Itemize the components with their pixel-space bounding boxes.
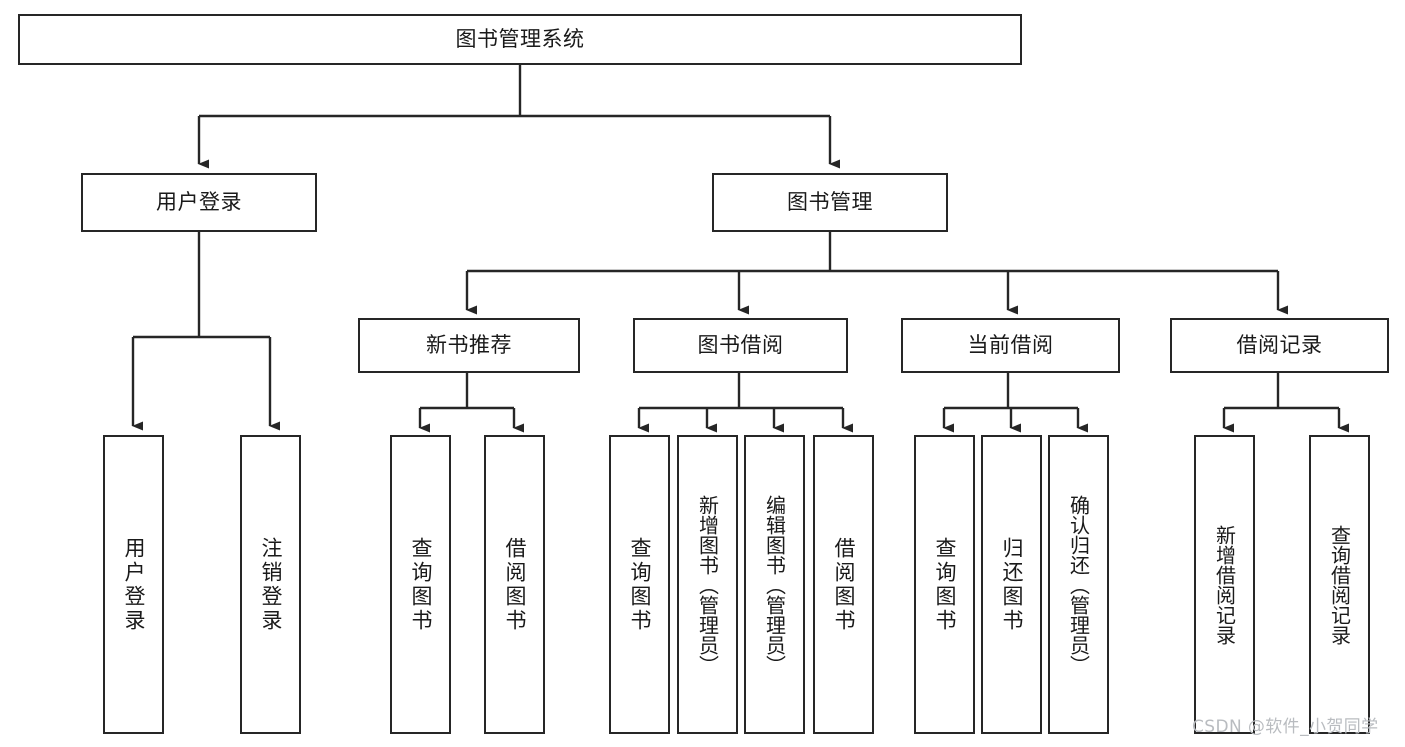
node-root[interactable]: 图书管理系统 bbox=[18, 14, 1022, 65]
node-leaf-add-record-label: 新增借阅记录 bbox=[1212, 524, 1237, 645]
node-leaf-confirm-return[interactable]: 确认归还（管理员） bbox=[1048, 435, 1109, 734]
node-leaf-query-book-1-label: 查询图书 bbox=[409, 536, 433, 633]
node-leaf-edit-book-label: 编辑图书（管理员） bbox=[762, 494, 787, 675]
node-book-management[interactable]: 图书管理 bbox=[712, 173, 948, 232]
node-root-label: 图书管理系统 bbox=[455, 27, 585, 52]
node-leaf-user-logout-label: 注销登录 bbox=[259, 536, 283, 633]
node-leaf-user-login[interactable]: 用户登录 bbox=[103, 435, 164, 734]
node-leaf-borrow-book-1-label: 借阅图书 bbox=[503, 536, 527, 633]
node-book-management-label: 图书管理 bbox=[787, 190, 873, 215]
node-current-borrow-label: 当前借阅 bbox=[967, 333, 1054, 358]
node-leaf-add-record[interactable]: 新增借阅记录 bbox=[1194, 435, 1255, 734]
node-leaf-confirm-return-label: 确认归还（管理员） bbox=[1066, 494, 1091, 675]
node-leaf-query-book-1[interactable]: 查询图书 bbox=[390, 435, 451, 734]
node-leaf-edit-book[interactable]: 编辑图书（管理员） bbox=[744, 435, 805, 734]
node-leaf-borrow-book-1[interactable]: 借阅图书 bbox=[484, 435, 545, 734]
node-leaf-add-book[interactable]: 新增图书（管理员） bbox=[677, 435, 738, 734]
node-leaf-query-book-3[interactable]: 查询图书 bbox=[914, 435, 975, 734]
node-new-book-recommend[interactable]: 新书推荐 bbox=[358, 318, 580, 373]
node-leaf-query-record-label: 查询借阅记录 bbox=[1327, 524, 1352, 645]
node-leaf-add-book-label: 新增图书（管理员） bbox=[695, 494, 720, 675]
node-leaf-query-book-2-label: 查询图书 bbox=[628, 536, 652, 633]
node-user-login-label: 用户登录 bbox=[156, 190, 242, 215]
node-leaf-user-login-label: 用户登录 bbox=[122, 536, 146, 633]
node-leaf-borrow-book-2[interactable]: 借阅图书 bbox=[813, 435, 874, 734]
node-current-borrow[interactable]: 当前借阅 bbox=[901, 318, 1120, 373]
node-leaf-query-book-2[interactable]: 查询图书 bbox=[609, 435, 670, 734]
node-borrow-record-label: 借阅记录 bbox=[1236, 333, 1323, 358]
node-user-login[interactable]: 用户登录 bbox=[81, 173, 317, 232]
node-leaf-return-book-label: 归还图书 bbox=[1000, 536, 1024, 633]
node-leaf-query-record[interactable]: 查询借阅记录 bbox=[1309, 435, 1370, 734]
node-book-borrow-label: 图书借阅 bbox=[697, 333, 784, 358]
node-leaf-query-book-3-label: 查询图书 bbox=[933, 536, 957, 633]
node-book-borrow[interactable]: 图书借阅 bbox=[633, 318, 848, 373]
node-leaf-return-book[interactable]: 归还图书 bbox=[981, 435, 1042, 734]
node-borrow-record[interactable]: 借阅记录 bbox=[1170, 318, 1389, 373]
node-leaf-user-logout[interactable]: 注销登录 bbox=[240, 435, 301, 734]
node-leaf-borrow-book-2-label: 借阅图书 bbox=[832, 536, 856, 633]
watermark-credit: CSDN @软件_小贺同学 bbox=[1192, 717, 1379, 737]
node-new-book-recommend-label: 新书推荐 bbox=[426, 333, 512, 358]
